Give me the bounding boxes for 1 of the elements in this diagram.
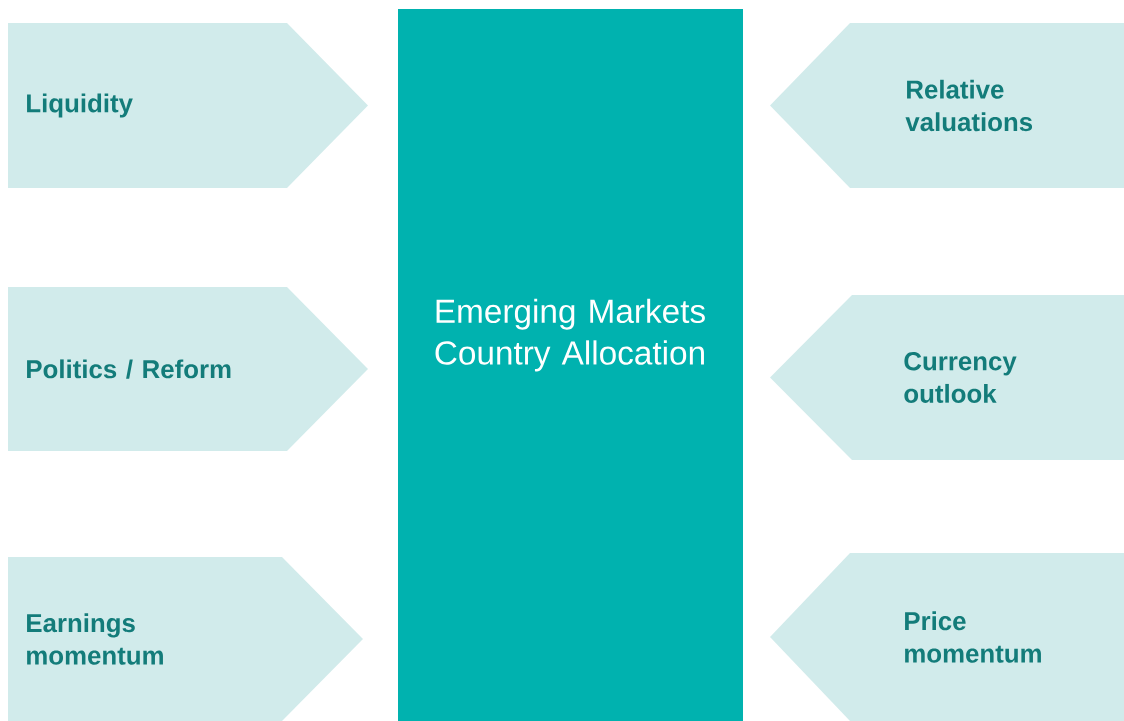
center-box: Emerging Markets Country Allocation	[398, 9, 743, 721]
